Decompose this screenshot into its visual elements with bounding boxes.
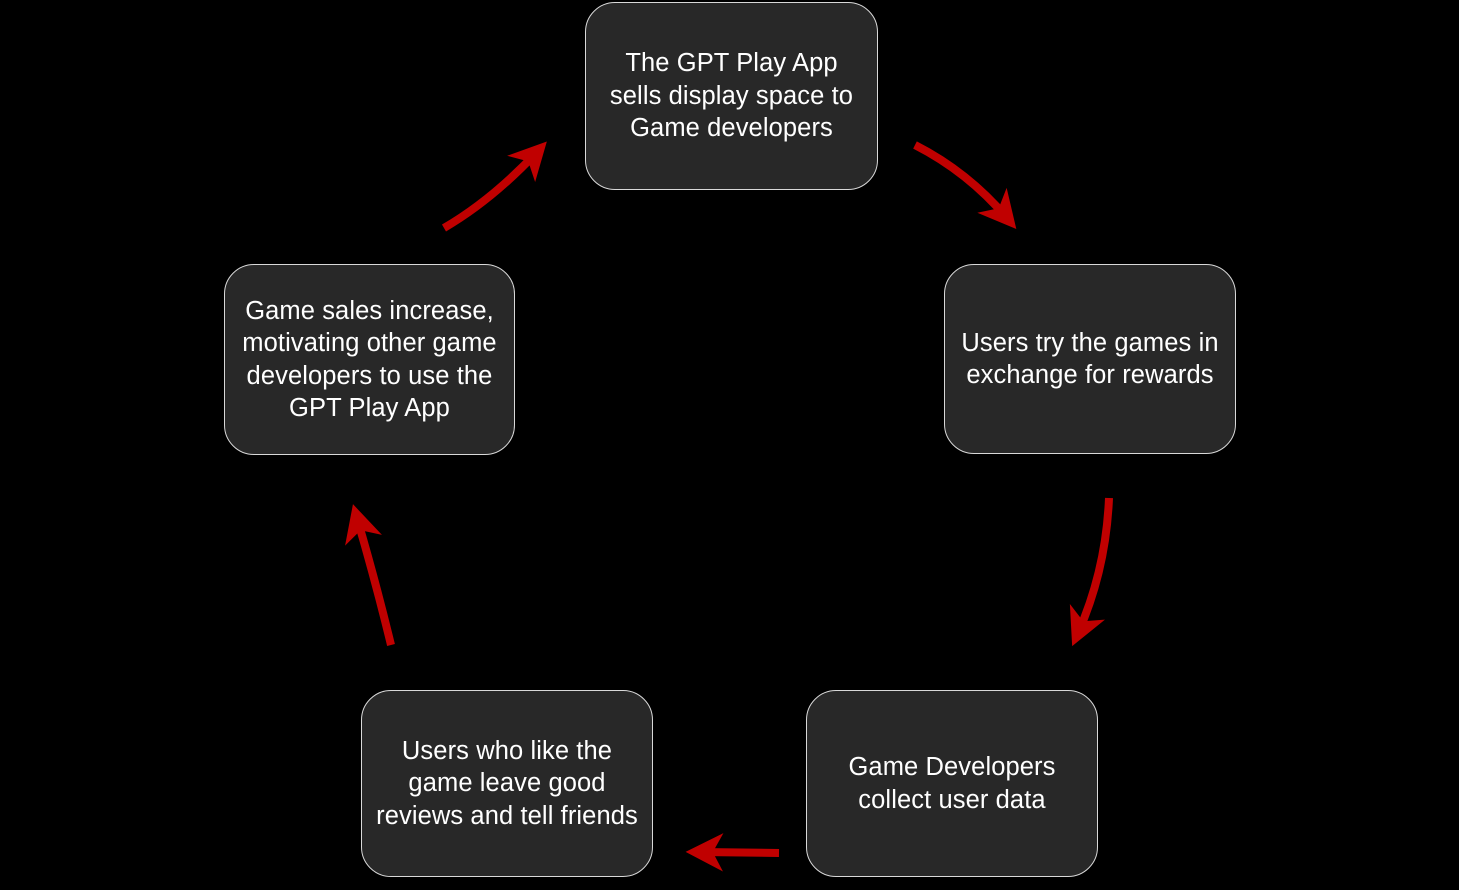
node-label: Game Developers collect user data (848, 753, 1056, 814)
arrow-bottom-right-to-bottom-left (685, 833, 780, 872)
node-label: Game sales increase, motivating other ga… (242, 296, 497, 422)
arrow-bottom-left-to-left (345, 504, 395, 646)
node-label: Users who like the game leave good revie… (376, 736, 638, 830)
node-game-developers-collect-user-data[interactable]: Game Developers collect user data (806, 690, 1098, 877)
arrow-right-to-bottom-right (1069, 497, 1113, 647)
node-label: The GPT Play App sells display space to … (609, 49, 854, 143)
node-users-try-games-for-rewards[interactable]: Users try the games in exchange for rewa… (944, 264, 1236, 454)
node-game-sales-increase[interactable]: Game sales increase, motivating other ga… (224, 264, 515, 455)
arrow-left-to-top (441, 141, 547, 232)
node-label: Users try the games in exchange for rewa… (961, 328, 1219, 389)
node-gpt-play-app-sells-display-space[interactable]: The GPT Play App sells display space to … (585, 2, 878, 190)
arrow-top-to-right (913, 141, 1017, 229)
node-users-leave-good-reviews[interactable]: Users who like the game leave good revie… (361, 690, 653, 877)
